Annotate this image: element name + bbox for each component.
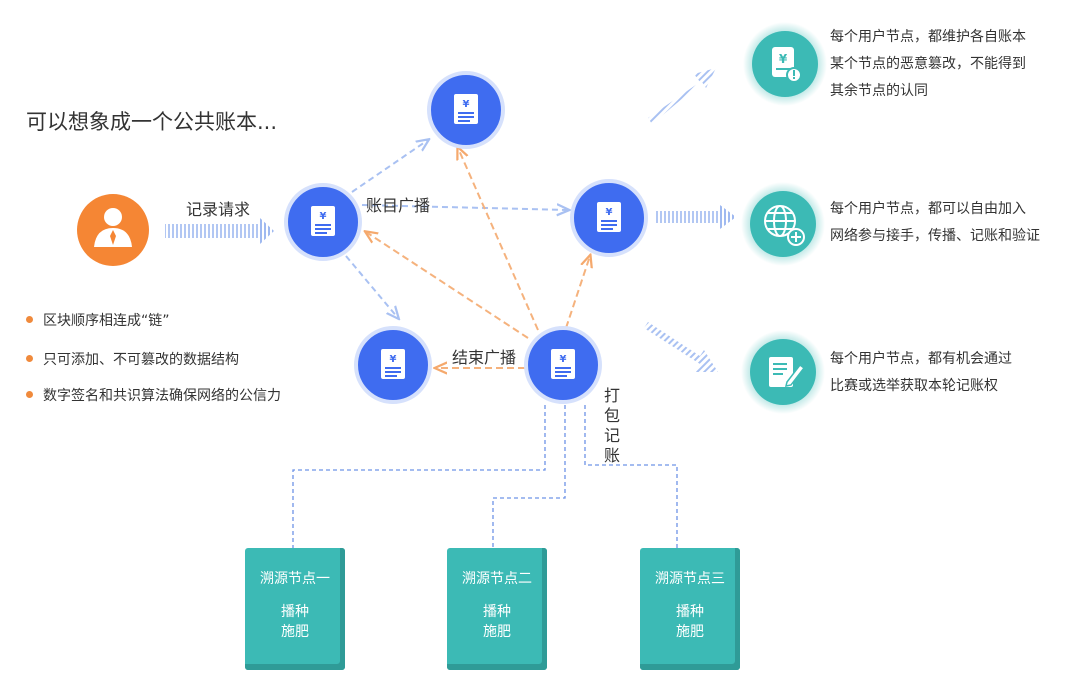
trace-node-name: 溯源节点一: [260, 571, 330, 587]
user-node: [77, 194, 149, 266]
svg-text:¥: ¥: [390, 354, 397, 365]
page-title: 可以想象成一个公共账本...: [26, 110, 278, 134]
yuan-document-icon: ¥: [551, 349, 575, 379]
yuan-document-icon: ¥: [597, 202, 621, 232]
yuan-document-icon: ¥: [381, 349, 405, 379]
trace-node-line: 播种: [281, 604, 309, 620]
description-line: 比赛或选举获取本轮记账权: [830, 378, 998, 394]
description-line: 每个用户节点，都有机会通过: [830, 351, 1012, 367]
ledger-node-e: ¥: [524, 326, 602, 404]
description-network: 每个用户节点，都可以自由加入 网络参与接手，传播、记账和验证: [830, 196, 1040, 250]
description-line: 每个用户节点，都可以自由加入: [830, 201, 1026, 217]
record-request-arrow: [165, 218, 274, 244]
pack-record-char: 记: [603, 426, 620, 445]
trace-node-name: 溯源节点二: [462, 571, 532, 587]
trace-node-2: 溯源节点二 播种 施肥: [447, 548, 547, 670]
svg-text:¥: ¥: [463, 99, 470, 110]
trace-node-name: 溯源节点三: [655, 571, 725, 587]
trace-node-line: 播种: [676, 604, 704, 620]
pack-record-label: 打 包 记 账: [602, 386, 622, 466]
trace-node-detail: 播种 施肥: [245, 602, 345, 642]
bullet-item: 区块顺序相连成“链”: [26, 310, 170, 330]
bullet-dot: [26, 354, 33, 362]
yuan-document-icon: ¥: [454, 94, 478, 124]
description-line: 网络参与接手，传播、记账和验证: [830, 228, 1040, 244]
pack-record-char: 账: [603, 446, 620, 465]
svg-text:¥: ¥: [606, 207, 613, 218]
ledger-alert-icon: ¥: [772, 47, 802, 83]
bullet-dot: [26, 315, 33, 323]
bullet-item: 只可添加、不可篡改的数据结构: [26, 349, 239, 369]
svg-text:¥: ¥: [779, 52, 788, 66]
broadcast-arrows: [345, 140, 568, 318]
bullet-dot: [26, 390, 33, 398]
yuan-document-icon: ¥: [311, 206, 335, 236]
globe-plus-icon: [764, 205, 805, 246]
description-bookkeeping: 每个用户节点，都有机会通过 比赛或选举获取本轮记账权: [830, 346, 1012, 400]
description-line: 每个用户节点，都维护各自账本: [830, 29, 1026, 45]
ledger-broadcast-label: 账目广播: [366, 196, 431, 215]
svg-text:¥: ¥: [320, 211, 327, 222]
ledger-node-a: ¥: [284, 183, 362, 261]
middle-right-arrow: [655, 205, 736, 229]
bullet-text: 只可添加、不可篡改的数据结构: [43, 352, 239, 368]
edit-node: [741, 330, 825, 414]
svg-text:¥: ¥: [560, 354, 567, 365]
trace-node-1: 溯源节点一 播种 施肥: [245, 548, 345, 670]
trace-node-detail: 播种 施肥: [447, 602, 547, 642]
trace-connectors: [292, 405, 678, 550]
end-broadcast-arrows: [366, 148, 590, 368]
record-request-label: 记录请求: [186, 200, 251, 219]
trace-node-line: 施肥: [676, 624, 704, 640]
ledger-node-c: ¥: [570, 179, 648, 257]
description-line: 某个节点的恶意篡改，不能得到: [830, 56, 1026, 72]
trace-node-3: 溯源节点三 播种 施肥: [640, 548, 740, 670]
trace-node-line: 播种: [483, 604, 511, 620]
ledger-node-d: ¥: [354, 326, 432, 404]
user-icon: [94, 208, 132, 247]
end-broadcast-label: 结束广播: [452, 348, 517, 367]
trace-node-line: 施肥: [281, 624, 309, 640]
ledger-node-b: ¥: [427, 71, 505, 149]
document-edit-icon: [769, 357, 806, 387]
pack-record-char: 包: [603, 406, 620, 425]
trace-node-line: 施肥: [483, 624, 511, 640]
bullet-item: 数字签名和共识算法确保网络的公信力: [26, 385, 281, 405]
trace-node-detail: 播种 施肥: [640, 602, 740, 642]
bullet-text: 区块顺序相连成“链”: [43, 313, 170, 329]
ledger-alert-node: ¥: [743, 22, 827, 106]
bullet-text: 数字签名和共识算法确保网络的公信力: [43, 388, 281, 404]
upper-right-arrow: [648, 68, 716, 124]
lower-right-arrow: [644, 322, 718, 372]
pack-record-char: 打: [603, 386, 620, 405]
network-node: [741, 182, 825, 266]
description-ledger: 每个用户节点，都维护各自账本 某个节点的恶意篡改，不能得到 其余节点的认同: [830, 24, 1026, 105]
description-line: 其余节点的认同: [830, 83, 928, 99]
